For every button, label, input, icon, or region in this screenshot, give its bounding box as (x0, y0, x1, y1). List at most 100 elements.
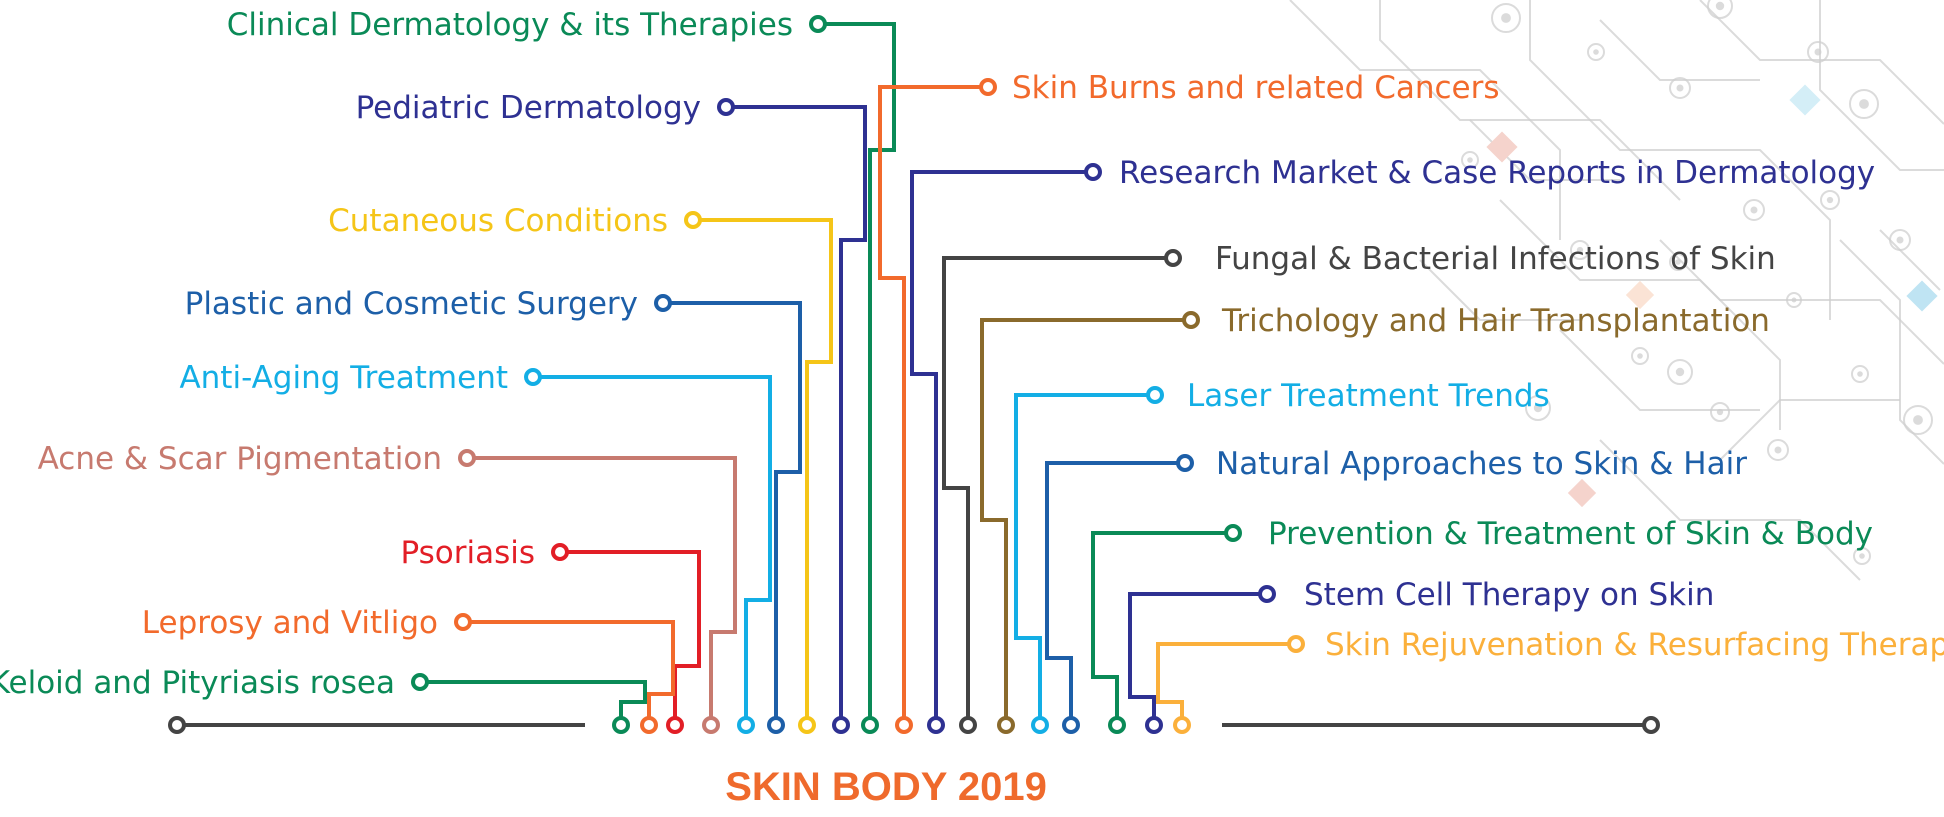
baseline-node (1031, 716, 1049, 734)
topic-label: Stem Cell Therapy on Skin (1304, 577, 1714, 613)
circuit-trace (1469, 119, 1620, 181)
baseline-node (702, 716, 720, 734)
label-node (654, 294, 672, 312)
label-node (1224, 524, 1242, 542)
circuit-node (1587, 43, 1605, 61)
label-node (1258, 585, 1276, 603)
label-node (458, 449, 476, 467)
decor-diamond (1906, 280, 1938, 312)
circuit-node-dot (1675, 259, 1681, 265)
circuit-node (1853, 547, 1871, 565)
circuit-trace (1559, 329, 1760, 411)
circuit-node-dot (1576, 246, 1584, 254)
label-node (524, 368, 542, 386)
label-node (1164, 249, 1182, 267)
circuit-node (1570, 240, 1590, 260)
circuit-node (1889, 229, 1911, 251)
circuit-trace (1379, 0, 1681, 201)
topic-label: Keloid and Pityriasis rosea (0, 665, 395, 701)
circuit-node-dot (1637, 353, 1643, 359)
connector-line (733, 105, 867, 718)
baseline-node (861, 716, 879, 734)
circuit-node (1849, 89, 1879, 119)
circuit-trace (1599, 439, 1861, 581)
circuit-node-dot (1467, 157, 1473, 163)
label-node (684, 211, 702, 229)
circuit-node (1710, 402, 1730, 422)
circuit-node (1786, 292, 1802, 308)
circuit-trace (1719, 399, 1900, 461)
topic-label: Clinical Dermatology & its Therapies (227, 7, 793, 43)
topic-connectors: Clinical Dermatology & its TherapiesPedi… (0, 7, 1944, 734)
topic-label: Research Market & Case Reports in Dermat… (1119, 155, 1875, 191)
circuit-node-dot (1896, 236, 1904, 244)
topic-label: Laser Treatment Trends (1187, 378, 1550, 414)
connector-line (700, 218, 833, 718)
circuit-node-dot (1859, 553, 1865, 559)
baseline-node (1145, 716, 1163, 734)
label-node (1287, 635, 1305, 653)
topic-label: Natural Approaches to Skin & Hair (1216, 446, 1747, 482)
circuit-node (1667, 359, 1693, 385)
label-node (979, 78, 997, 96)
circuit-node-dot (1675, 367, 1685, 377)
connector-line (1156, 642, 1289, 718)
connector-line (470, 620, 675, 718)
circuit-node (1669, 253, 1687, 271)
baseline-left-end-node (168, 716, 186, 734)
circuit-trace (1819, 0, 1944, 171)
connector-line (670, 301, 802, 718)
circuit-node-dot (1814, 48, 1822, 56)
circuit-node (1767, 439, 1789, 461)
circuit-node-dot (1716, 408, 1724, 416)
circuit-node-dot (1676, 84, 1684, 92)
topic-label: Psoriasis (400, 535, 535, 571)
label-node (454, 613, 472, 631)
baseline-node (798, 716, 816, 734)
baseline-node (832, 716, 850, 734)
baseline-node (959, 716, 977, 734)
circuit-node (1807, 41, 1829, 63)
connector-line (1045, 461, 1178, 718)
circuit-node-dot (1750, 206, 1758, 214)
baseline-node (666, 716, 684, 734)
circuit-trace (1839, 239, 1944, 465)
circuit-node (1461, 151, 1479, 169)
circuit-trace (1529, 0, 1831, 320)
label-node (717, 98, 735, 116)
topic-label: Prevention & Treatment of Skin & Body (1268, 516, 1873, 552)
label-node (1146, 386, 1164, 404)
circuit-trace (1599, 19, 1760, 81)
baseline-node (1062, 716, 1080, 734)
baseline-node (737, 716, 755, 734)
page-title: SKIN BODY 2019 (725, 765, 1047, 809)
connector-line (878, 85, 981, 718)
baseline-node (1108, 716, 1126, 734)
decor-diamond (1625, 280, 1655, 310)
topic-label: Fungal & Bacterial Infections of Skin (1215, 241, 1776, 277)
circuit-node (1669, 77, 1691, 99)
circuit-node-dot (1826, 196, 1834, 204)
circuit-node (1631, 347, 1649, 365)
circuit-node-dot (1791, 297, 1797, 303)
label-node (411, 673, 429, 691)
topic-label: Pediatric Dermatology (356, 90, 701, 126)
baseline-node (612, 716, 630, 734)
circuit-node-dot (1857, 371, 1863, 377)
circuit-node-dot (1501, 13, 1511, 23)
connector-line (942, 256, 1166, 718)
baseline-node (997, 716, 1015, 734)
circuit-node-dot (1859, 99, 1869, 109)
label-node (551, 543, 569, 561)
baseline-node (640, 716, 658, 734)
topic-label: Plastic and Cosmetic Surgery (185, 286, 638, 322)
label-node (1182, 311, 1200, 329)
decor-diamond (1567, 478, 1597, 508)
baseline-right-end-node (1642, 716, 1660, 734)
connector-line (1014, 393, 1148, 718)
topic-label: Cutaneous Conditions (328, 203, 668, 239)
circuit-node-dot (1593, 49, 1599, 55)
circuit-node (1707, 0, 1733, 19)
connector-line (567, 550, 701, 718)
circuit-node-dot (1913, 415, 1923, 425)
